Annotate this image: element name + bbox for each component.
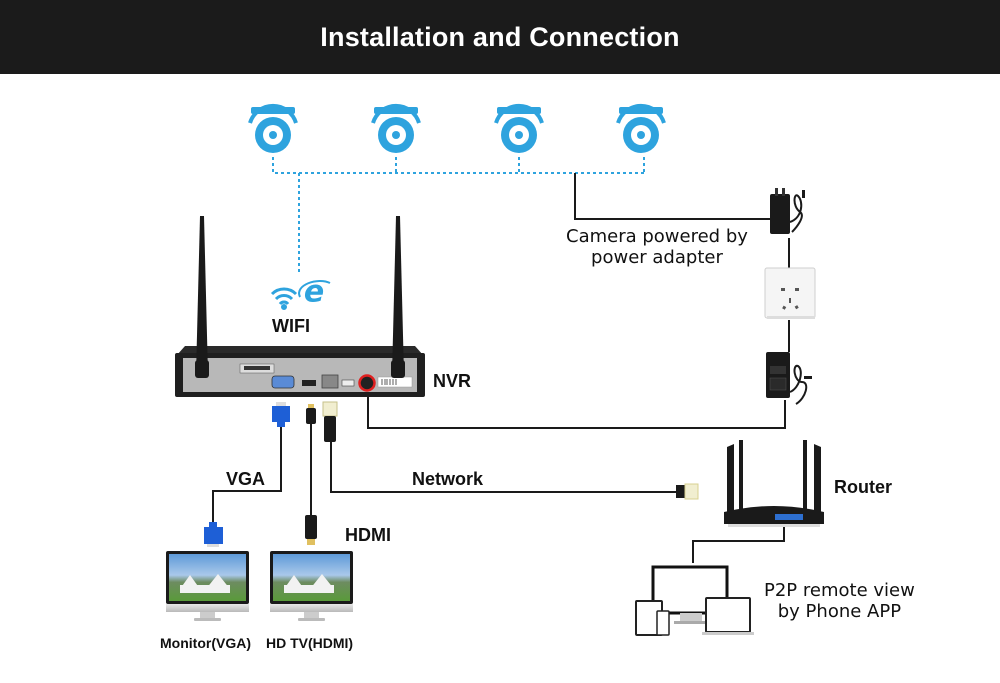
camera-2: [371, 103, 421, 155]
camera-power-label-line2: power adapter: [591, 247, 723, 268]
router-icon: [676, 440, 824, 527]
wifi-icon: [270, 287, 298, 310]
hdmi-port: [302, 380, 316, 386]
hdmi-connector-icon: [305, 515, 317, 545]
lan-port: [321, 374, 339, 389]
p2p-label-line1: P2P remote view: [764, 580, 915, 601]
dome-camera-icon: [248, 103, 298, 155]
hdmi-label: HDMI: [345, 525, 391, 545]
wall-socket-icon: [764, 267, 816, 319]
antenna-left: [195, 216, 209, 378]
svg-text:e: e: [304, 275, 324, 310]
network-connector-icon: [322, 401, 338, 442]
camera-4: [616, 103, 666, 155]
hdmi-connector-icon: [306, 404, 316, 424]
header-bar: Installation and Connection: [0, 0, 1000, 74]
nvr-power-wire: [367, 395, 786, 429]
vga-cable: [212, 427, 282, 522]
camera-1: [248, 103, 298, 155]
router-label: Router: [834, 477, 892, 497]
network-cable: [330, 442, 676, 493]
dome-camera-icon: [371, 103, 421, 155]
tv-icon: [270, 551, 353, 621]
usb-port: [341, 379, 355, 387]
power-adapter-icon: [770, 188, 805, 234]
antenna-right: [391, 216, 405, 378]
page-title: Installation and Connection: [320, 22, 680, 52]
p2p-label: P2P remote view by Phone APP: [764, 580, 915, 622]
nvr-label: NVR: [433, 371, 472, 391]
nvr-device: [175, 346, 425, 397]
wifi-label: WIFI: [272, 316, 310, 336]
monitor-label: Monitor(VGA): [160, 635, 251, 651]
internet-explorer-icon: e: [298, 275, 331, 310]
dome-camera-icon: [494, 103, 544, 155]
camera-power-wire: [574, 173, 770, 220]
p2p-label-line2: by Phone APP: [777, 601, 902, 622]
wireless-links: [272, 157, 645, 275]
router-lan-wire: [692, 527, 785, 563]
power-adapter-icon: [766, 352, 812, 405]
camera-power-label: Camera powered by power adapter: [566, 226, 748, 268]
camera-power-label-line1: Camera powered by: [566, 226, 748, 247]
network-label: Network: [412, 469, 484, 489]
vga-connector-icon: [204, 522, 223, 547]
hdtv-label: HD TV(HDMI): [266, 635, 354, 651]
power-port: [358, 374, 376, 392]
monitor-icon: [166, 551, 249, 621]
vga-label: VGA: [226, 469, 266, 489]
multi-device-icon: [635, 565, 754, 636]
vga-port: [271, 375, 295, 389]
vga-connector-icon: [272, 402, 290, 427]
camera-3: [494, 103, 544, 155]
dome-camera-icon: [616, 103, 666, 155]
